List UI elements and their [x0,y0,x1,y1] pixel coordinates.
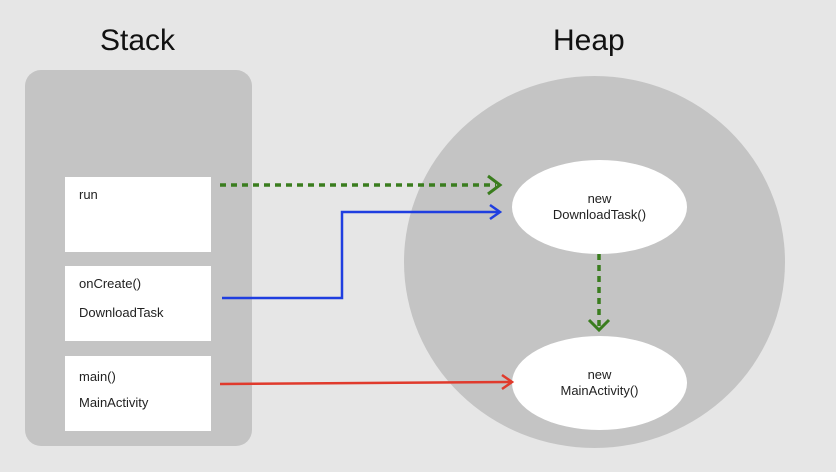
stack-title: Stack [100,24,176,57]
heap-object-mainactivity-name: MainActivity() [560,383,639,398]
frame-oncreate-variable: DownloadTask [79,305,164,320]
stack-frame-oncreate: onCreate() DownloadTask [65,266,211,341]
frame-run-label: run [79,187,98,202]
heap-object-downloadtask-new: new [587,191,612,206]
frame-oncreate-method: onCreate() [79,276,142,291]
frame-main-variable: MainActivity [79,395,149,410]
stack-frame-main: main() MainActivity [65,356,211,431]
stack-frame-run: run [65,177,211,252]
frame-main-method: main() [79,369,116,384]
heap-object-downloadtask: new DownloadTask() [512,160,687,254]
heap-object-mainactivity-new: new [587,367,612,382]
heap-object-mainactivity: new MainActivity() [512,336,687,430]
heap-object-downloadtask-name: DownloadTask() [552,207,647,222]
heap-title: Heap [553,24,625,57]
